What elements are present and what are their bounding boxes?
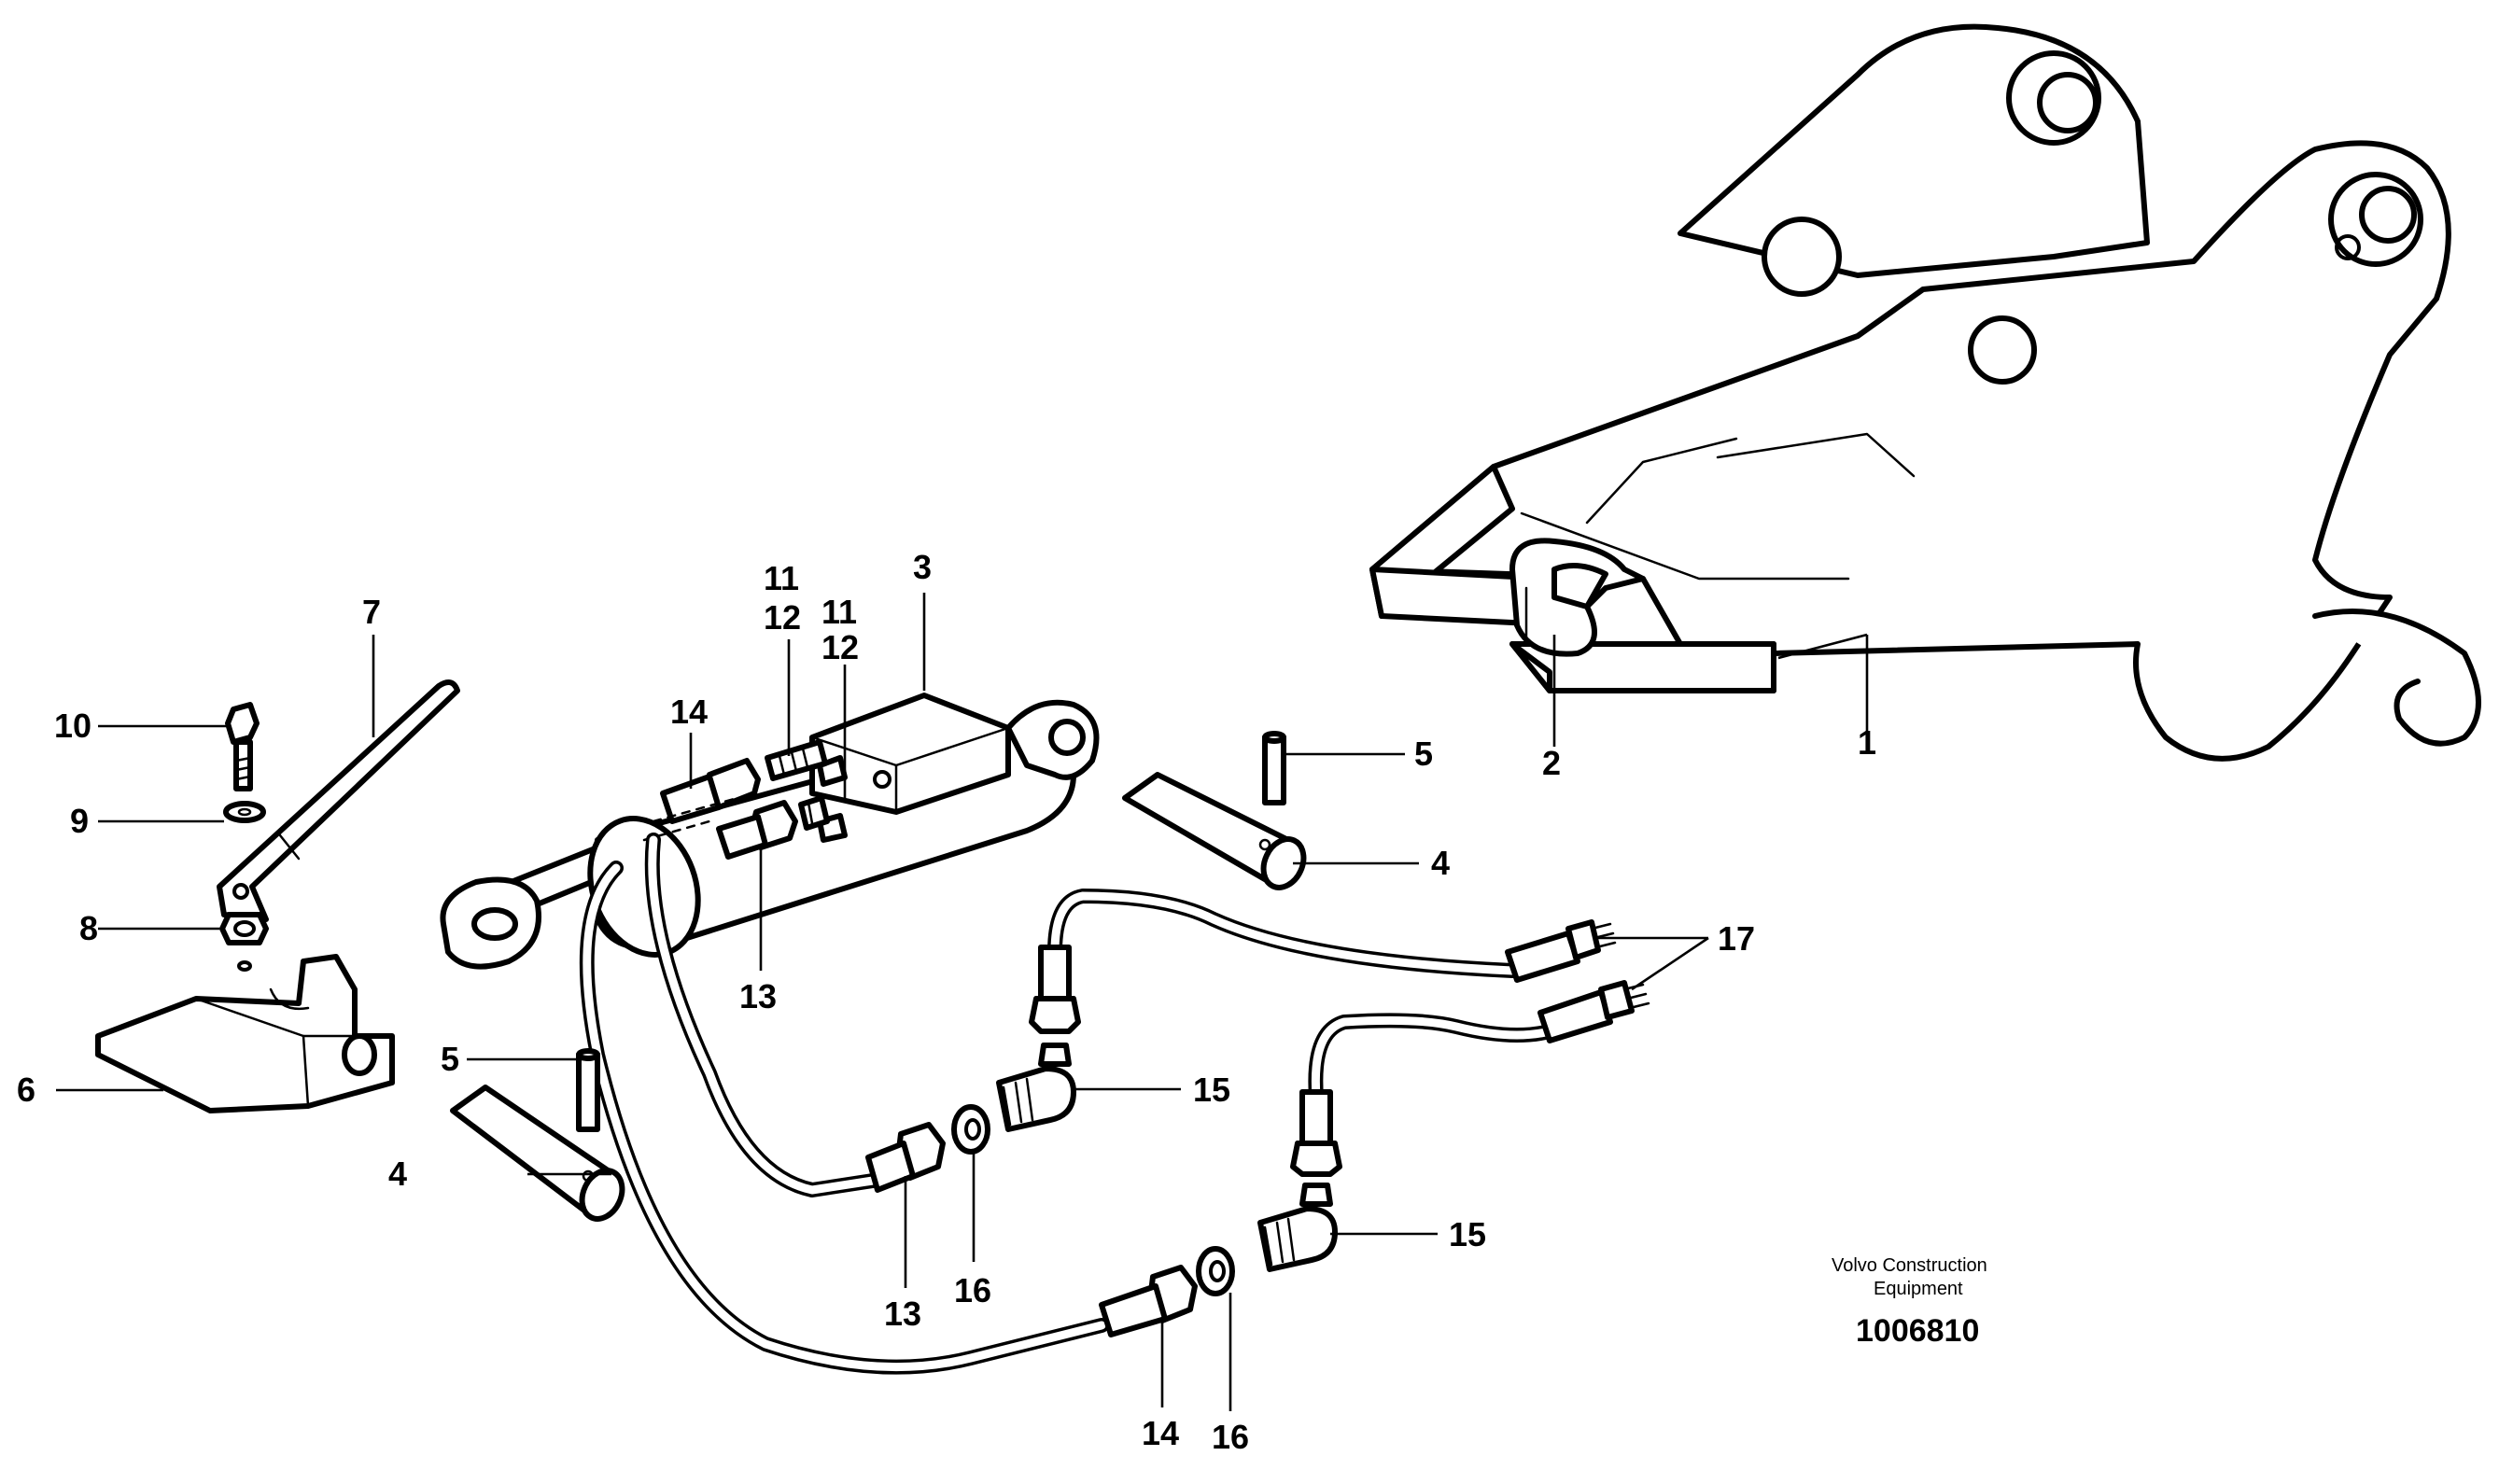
hose-end-fittings bbox=[1505, 919, 1650, 1043]
callout-11-left: 11 bbox=[764, 559, 799, 597]
pins bbox=[450, 731, 1307, 1222]
callout-1: 1 bbox=[1858, 723, 1876, 762]
callout-15-lower: 15 bbox=[1449, 1215, 1486, 1253]
hydraulic-hoses bbox=[579, 833, 1557, 1375]
callout-6: 6 bbox=[17, 1071, 35, 1109]
locking-catch bbox=[1509, 538, 1646, 657]
callout-17: 17 bbox=[1718, 919, 1755, 958]
callout-4-lower: 4 bbox=[388, 1155, 407, 1193]
callout-7: 7 bbox=[362, 593, 381, 631]
lock-cylinder bbox=[440, 693, 1100, 970]
callout-2: 2 bbox=[1542, 744, 1561, 782]
elbow-assembly-upper bbox=[865, 945, 1081, 1193]
manufacturer-line-2: Equipment bbox=[1874, 1279, 1963, 1299]
drawing-number: 1006810 bbox=[1856, 1313, 1979, 1349]
callout-3: 3 bbox=[913, 548, 932, 586]
callout-12-right: 12 bbox=[821, 628, 859, 666]
elbow-assembly-lower bbox=[1099, 1089, 1342, 1337]
callout-8: 8 bbox=[79, 909, 98, 947]
bracket bbox=[95, 954, 395, 1113]
callout-12-left: 12 bbox=[764, 598, 801, 637]
callout-9: 9 bbox=[70, 802, 89, 840]
manufacturer-line-1: Volvo Construction bbox=[1832, 1255, 1987, 1276]
callout-16-lower: 16 bbox=[1212, 1418, 1249, 1456]
fasteners bbox=[219, 702, 269, 972]
callout-4-upper: 4 bbox=[1431, 844, 1450, 882]
cylinder-fittings bbox=[642, 739, 830, 860]
callout-13-lower: 13 bbox=[884, 1295, 921, 1333]
rod bbox=[217, 679, 460, 922]
callout-15-upper: 15 bbox=[1193, 1071, 1230, 1109]
callout-14-lower: 14 bbox=[1142, 1414, 1179, 1452]
callout-5-lower: 5 bbox=[441, 1040, 459, 1078]
callout-13-upper: 13 bbox=[739, 977, 777, 1015]
callout-11-right: 11 bbox=[821, 593, 857, 631]
callout-16-upper: 16 bbox=[954, 1271, 991, 1309]
callout-10: 10 bbox=[54, 707, 91, 745]
callout-numbers: 1 2 3 4 4 5 5 6 7 8 9 10 11 12 11 12 13 … bbox=[17, 548, 1876, 1456]
quick-coupler-frame bbox=[1369, 23, 2481, 762]
callout-14-upper: 14 bbox=[670, 693, 708, 731]
leader-lines bbox=[56, 593, 1869, 1411]
callout-5-upper: 5 bbox=[1414, 735, 1433, 773]
drawing-footer: Volvo Construction Equipment 1006810 bbox=[1832, 1255, 1987, 1349]
